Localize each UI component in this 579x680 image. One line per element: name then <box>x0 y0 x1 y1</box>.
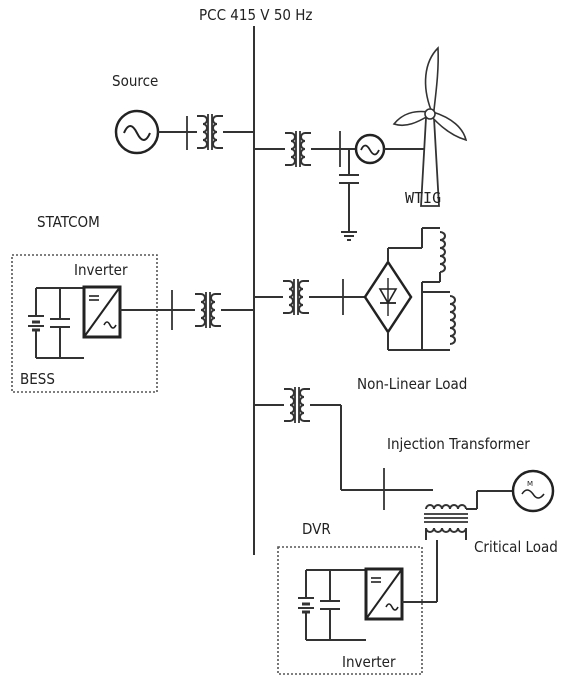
rectifier-icon <box>363 259 413 335</box>
wind-turbine-icon <box>392 46 468 207</box>
statcom-label: STATCOM <box>37 213 100 231</box>
transformer-icon <box>283 386 311 424</box>
transformer-icon <box>282 278 310 316</box>
inductor-icon <box>439 231 446 273</box>
dvr-branch: M Injection Transformer Critical Load DV… <box>254 386 558 675</box>
source-label: Source <box>112 72 158 90</box>
non-linear-load-branch: Non-Linear Load <box>254 227 467 393</box>
critical-load-label: Critical Load <box>474 538 558 556</box>
wtig-branch: WTIG <box>254 46 468 241</box>
transformer-icon <box>194 291 222 329</box>
battery-capacitor-icon <box>26 286 84 360</box>
inverter-icon <box>82 285 122 339</box>
injection-transformer-label: Injection Transformer <box>387 435 530 453</box>
inverter-icon <box>364 567 404 621</box>
pcc-label: PCC 415 V 50 Hz <box>199 6 313 24</box>
inverter-label: Inverter <box>74 261 128 279</box>
source-branch: Source <box>112 72 254 155</box>
statcom-box <box>11 254 158 393</box>
non-linear-load-label: Non-Linear Load <box>357 375 467 393</box>
dvr-label: DVR <box>302 520 331 538</box>
battery-capacitor-icon <box>296 568 354 642</box>
injection-transformer-icon <box>424 504 468 540</box>
dvr-box <box>277 546 423 675</box>
bess-label: BESS <box>20 370 55 388</box>
motor-icon <box>511 469 555 513</box>
statcom-branch: STATCOM Inverter BESS <box>11 213 254 393</box>
inverter-label: Inverter <box>342 653 396 671</box>
transformer-icon <box>196 113 224 151</box>
motor-symbol: M <box>527 480 533 488</box>
wtig-label: WTIG <box>405 189 441 207</box>
transformer-icon <box>284 130 312 168</box>
inductor-icon <box>449 295 456 345</box>
